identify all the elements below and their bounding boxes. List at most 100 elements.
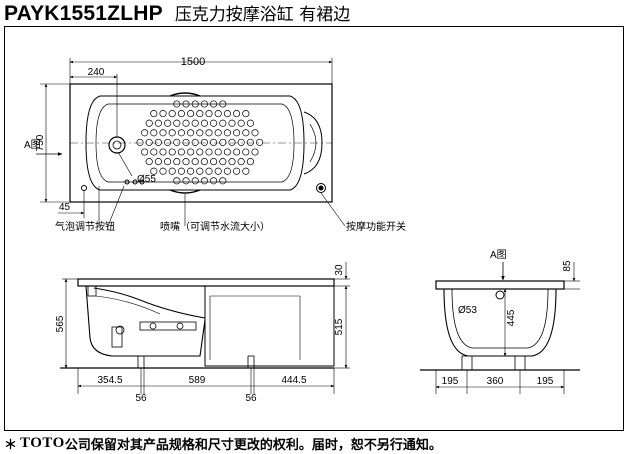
dim-589: 589: [189, 375, 206, 386]
air-bubble-hole: [214, 167, 222, 175]
air-bubble-hole: [173, 119, 181, 127]
air-bubble-hole: [145, 158, 153, 166]
air-bubble-hole: [200, 177, 208, 185]
air-bubble-hole: [145, 138, 153, 146]
air-bubble-hole: [228, 158, 236, 166]
air-bubble-hole: [191, 138, 199, 146]
air-bubble-hole: [154, 138, 162, 146]
drain-diameter-top: Ø55: [137, 174, 156, 185]
side-rim: [77, 278, 335, 287]
air-bubble-hole: [246, 119, 254, 127]
air-bubble-hole: [177, 148, 185, 156]
dim-85: 85: [562, 260, 573, 272]
air-bubble-hole: [168, 148, 176, 156]
air-bubble-hole: [173, 177, 181, 185]
air-bubble-hole: [200, 158, 208, 166]
air-bubble-hole: [233, 148, 241, 156]
air-bubble-hole: [228, 138, 236, 146]
air-bubble-hole: [242, 129, 250, 137]
end-rim: [435, 280, 565, 290]
air-bubble-hole: [136, 138, 144, 146]
air-bubble-hole: [182, 119, 190, 127]
air-bubble-hole: [173, 138, 181, 146]
side-tub-body: [85, 285, 206, 357]
air-bubble-hole: [219, 177, 227, 185]
air-bubble-hole: [237, 158, 245, 166]
air-bubble-hole: [177, 110, 185, 118]
dim-56-left: 56: [135, 393, 147, 404]
air-bubble-hole: [187, 148, 195, 156]
air-bubble-hole: [141, 148, 149, 156]
air-bubble-hole: [205, 167, 213, 175]
air-bubble-hole: [219, 138, 227, 146]
air-bubble-hole: [246, 138, 254, 146]
drain-top: [108, 136, 126, 154]
air-bubble-hole: [223, 148, 231, 156]
air-bubble-hole: [187, 110, 195, 118]
air-bubble-hole: [164, 158, 172, 166]
massage-switch-icon: [316, 183, 326, 193]
air-bubble-hole: [150, 129, 158, 137]
model-number: PAYK1551ZLHP: [4, 2, 163, 25]
dim-354-5: 354.5: [97, 375, 122, 386]
air-bubble-hole: [182, 177, 190, 185]
air-bubble-hole: [242, 148, 250, 156]
dim-750: 750: [35, 134, 46, 151]
side-view: [60, 262, 350, 394]
air-bubble-hole: [173, 100, 181, 108]
air-bubble-hole: [205, 148, 213, 156]
air-bubble-hole: [145, 119, 153, 127]
air-bubble-hole: [187, 129, 195, 137]
dim-240: 240: [88, 67, 105, 78]
brand-name: TOTO: [20, 434, 65, 451]
air-bubble-hole: [177, 167, 185, 175]
end-view: [420, 262, 580, 394]
view-marker-a-end: A图: [490, 249, 507, 261]
air-bubble-hole: [141, 129, 149, 137]
air-bubble-hole: [233, 110, 241, 118]
air-bubble-hole: [237, 138, 245, 146]
end-tub-body: [443, 288, 557, 357]
tub-basin-top: [85, 95, 305, 191]
air-bubble-hole: [168, 129, 176, 137]
title-bar: PAYK1551ZLHP 压克力按摩浴缸 有裙边: [4, 0, 350, 30]
dim-45: 45: [59, 202, 71, 213]
air-bubble-hole: [200, 100, 208, 108]
air-bubble-hole: [150, 110, 158, 118]
view-marker-a: A图: [24, 139, 41, 151]
air-bubble-hole: [196, 167, 204, 175]
dim-30: 30: [334, 264, 345, 276]
air-bubble-hole: [164, 138, 172, 146]
side-apron: [204, 285, 335, 367]
top-view-labels: 1500 240 750 A图 45 Ø55 气泡调节按钮 喷嘴（可调节水流大小…: [24, 56, 406, 233]
air-bubble-hole: [219, 158, 227, 166]
air-bubble-hole: [173, 158, 181, 166]
label-nozzle: 喷嘴（可调节水流大小）: [160, 220, 270, 233]
air-bubble-hole: [168, 167, 176, 175]
air-bubble-hole: [246, 158, 254, 166]
air-bubble-hole: [223, 167, 231, 175]
air-bubble-hole: [214, 110, 222, 118]
air-bubble-hole: [200, 119, 208, 127]
air-bubble-hole: [228, 119, 236, 127]
footnote-star: ＊: [4, 437, 18, 453]
air-bubble-hole: [237, 119, 245, 127]
air-bubble-hole: [168, 110, 176, 118]
air-bubble-hole: [159, 129, 167, 137]
air-bubble-hole: [210, 100, 218, 108]
air-bubble-hole: [191, 119, 199, 127]
air-bubble-hole: [214, 129, 222, 137]
air-bubble-hole: [210, 158, 218, 166]
air-bubble-hole: [159, 167, 167, 175]
air-bubble-hole: [196, 129, 204, 137]
air-bubble-hole: [223, 110, 231, 118]
air-bubble-hole: [159, 148, 167, 156]
air-bubble-hole: [182, 138, 190, 146]
side-view-labels: 565 515 30 354.5 589 444.5 56 56: [55, 264, 345, 404]
air-bubble-hole: [154, 119, 162, 127]
air-bubble-hole: [200, 138, 208, 146]
air-bubble-hole: [191, 177, 199, 185]
air-bubble-hole: [251, 129, 259, 137]
